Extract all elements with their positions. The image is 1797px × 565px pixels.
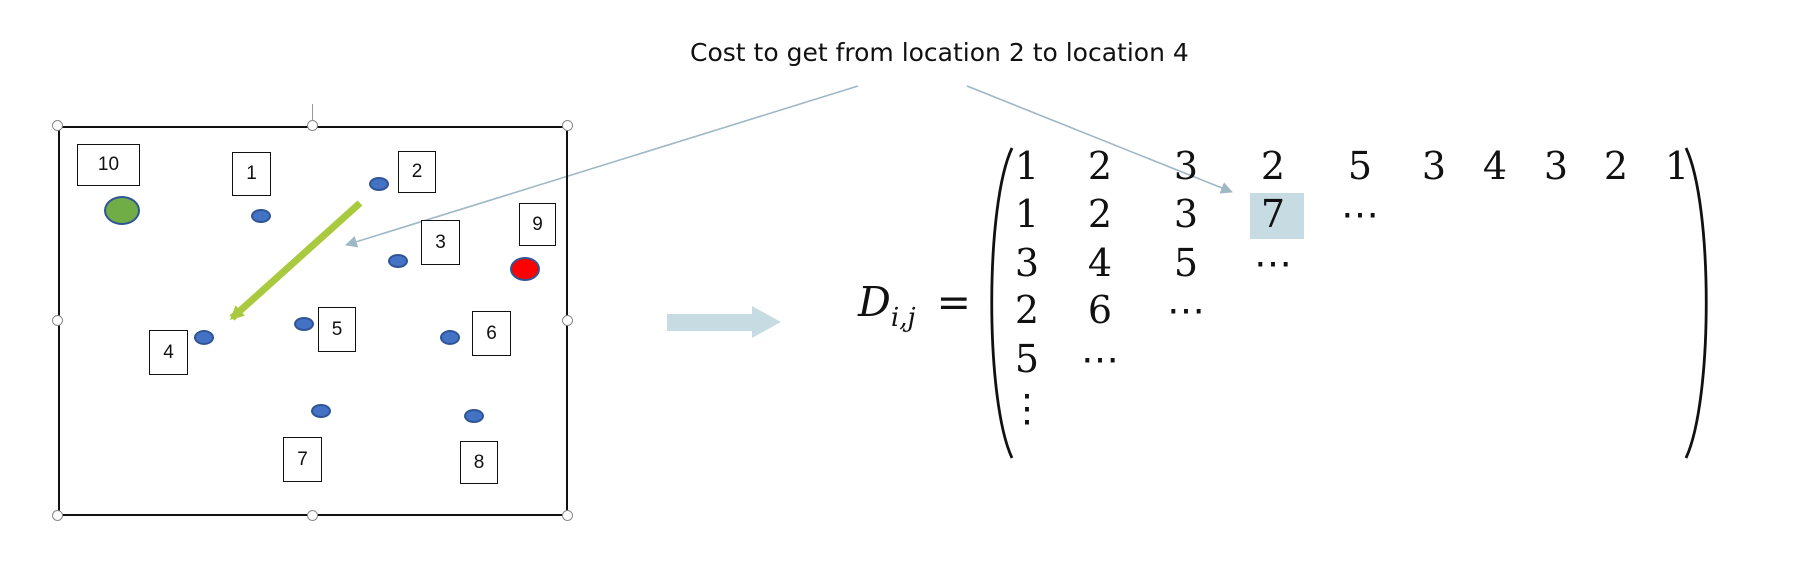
matrix-cell: 3 xyxy=(1014,241,1040,285)
location-dot-3 xyxy=(388,254,408,268)
matrix-cell: 5 xyxy=(1347,144,1373,188)
resize-handle-bottom-center[interactable] xyxy=(307,510,318,521)
resize-handle-top-center[interactable] xyxy=(307,120,318,131)
location-label-9: 9 xyxy=(519,203,556,246)
location-dot-8 xyxy=(464,409,484,423)
resize-handle-bottom-left[interactable] xyxy=(52,510,63,521)
location-label-2: 2 xyxy=(398,151,436,193)
matrix-cell: 3 xyxy=(1421,144,1447,188)
matrix-cell: 5 xyxy=(1014,337,1040,381)
matrix-symbol: D xyxy=(858,278,891,326)
location-dot-4 xyxy=(194,330,214,345)
matrix-cell: 7 xyxy=(1260,192,1286,236)
matrix-cell: ⋮ xyxy=(1008,386,1046,430)
location-dot-2 xyxy=(369,177,389,191)
matrix-cell: ⋯ xyxy=(1341,192,1379,236)
flow-arrow xyxy=(667,306,781,338)
location-dot-9 xyxy=(510,257,540,281)
matrix-cell: 3 xyxy=(1543,144,1569,188)
resize-handle-middle-left[interactable] xyxy=(52,315,63,326)
matrix-cell: 5 xyxy=(1173,241,1199,285)
location-dot-1 xyxy=(251,209,271,223)
location-dot-10 xyxy=(104,196,140,225)
matrix-cell: 2 xyxy=(1087,192,1113,236)
matrix-subscript: i,j xyxy=(890,303,916,333)
location-dot-7 xyxy=(311,404,331,418)
matrix-equals: = xyxy=(936,278,971,326)
location-label-3: 3 xyxy=(421,220,460,265)
path-arrow-2-to-4 xyxy=(229,200,363,321)
resize-handle-bottom-right[interactable] xyxy=(562,510,573,521)
pointer-arrow-to-matrix xyxy=(966,85,1233,194)
matrix-cell: ⋯ xyxy=(1081,337,1119,381)
resize-handle-top-right[interactable] xyxy=(562,120,573,131)
location-label-8: 8 xyxy=(460,441,498,484)
location-label-4: 4 xyxy=(149,330,188,375)
matrix-cell: 3 xyxy=(1173,192,1199,236)
matrix-right-paren xyxy=(1684,147,1708,459)
matrix-cell: ⋯ xyxy=(1254,241,1292,285)
matrix-cell: 2 xyxy=(1260,144,1286,188)
location-label-7: 7 xyxy=(283,437,322,482)
matrix-cell: ⋯ xyxy=(1167,288,1205,332)
location-label-6: 6 xyxy=(472,311,511,356)
rotation-handle-stem xyxy=(312,104,313,124)
caption: Cost to get from location 2 to location … xyxy=(690,38,1189,67)
matrix-lhs: Di,j = xyxy=(858,278,971,333)
matrix-cell: 3 xyxy=(1173,144,1199,188)
pointer-arrow-to-map xyxy=(345,85,859,248)
matrix-cell: 4 xyxy=(1482,144,1508,188)
matrix-left-paren xyxy=(990,147,1014,459)
matrix-cell: 6 xyxy=(1087,288,1113,332)
matrix-cell: 2 xyxy=(1014,288,1040,332)
matrix-cell: 1 xyxy=(1664,144,1690,188)
matrix-cell: 2 xyxy=(1603,144,1629,188)
location-dot-6 xyxy=(440,330,460,345)
location-dot-5 xyxy=(294,317,314,331)
matrix-cell: 4 xyxy=(1087,241,1113,285)
resize-handle-middle-right[interactable] xyxy=(562,315,573,326)
location-label-10: 10 xyxy=(77,144,140,186)
highlighted-cell-background xyxy=(1250,193,1304,239)
location-label-1: 1 xyxy=(232,152,271,196)
matrix-cell: 2 xyxy=(1087,144,1113,188)
matrix-cell: 1 xyxy=(1014,192,1040,236)
resize-handle-top-left[interactable] xyxy=(52,120,63,131)
location-label-5: 5 xyxy=(318,307,356,352)
matrix-cell: 1 xyxy=(1014,144,1040,188)
